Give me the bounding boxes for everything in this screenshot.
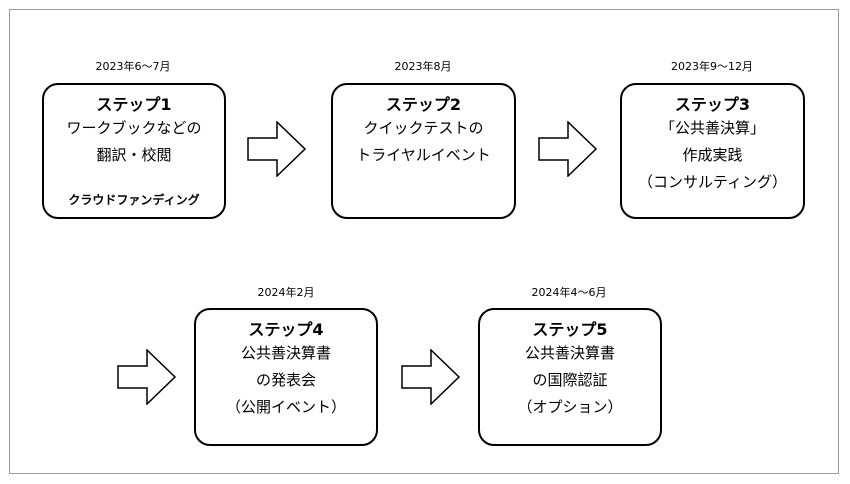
step1-note: クラウドファンディング xyxy=(68,193,200,207)
step4-title: ステップ4 xyxy=(248,320,324,339)
step4-line1: 公共善決算書 xyxy=(240,344,331,362)
step3-title: ステップ3 xyxy=(674,95,751,114)
arrow-right-icon xyxy=(538,121,598,177)
step5-title: ステップ5 xyxy=(532,320,608,339)
step5-line1: 公共善決算書 xyxy=(524,344,615,362)
step5-box: ステップ5 公共善決算書 の国際認証 （オプション） xyxy=(478,308,662,446)
step3-date: 2023年9〜12月 xyxy=(671,60,753,73)
step5-date: 2024年4〜6月 xyxy=(531,286,607,299)
step1-box: ステップ1 ワークブックなどの 翻訳・校閲 クラウドファンディング xyxy=(42,83,226,219)
step2-line1: クイックテストの xyxy=(363,119,484,137)
step4-box: ステップ4 公共善決算書 の発表会 （公開イベント） xyxy=(194,308,378,446)
diagram-frame xyxy=(9,9,839,474)
step1-line2: 翻訳・校閲 xyxy=(96,146,172,164)
arrow-right-icon xyxy=(401,349,461,405)
step4-line3: （公開イベント） xyxy=(225,398,346,416)
step5-line2: の国際認証 xyxy=(532,371,608,389)
step3-box: ステップ3 「公共善決算」 作成実践 （コンサルティング） xyxy=(620,83,805,219)
step2-title: ステップ2 xyxy=(385,95,462,114)
arrow-right-icon xyxy=(247,121,307,177)
step3-line1: 「公共善決算」 xyxy=(659,119,765,137)
step2-line2: トライヤルイベント xyxy=(356,146,491,164)
step1-line1: ワークブックなどの xyxy=(66,119,202,137)
step3-line2: 作成実践 xyxy=(682,146,743,164)
step2-box: ステップ2 クイックテストの トライヤルイベント xyxy=(331,83,516,219)
step3-line3: （コンサルティング） xyxy=(637,173,788,191)
step4-line2: の発表会 xyxy=(255,371,316,389)
step2-date: 2023年8月 xyxy=(394,60,452,73)
step4-date: 2024年2月 xyxy=(257,286,315,299)
step5-line3: （オプション） xyxy=(517,398,623,416)
step1-title: ステップ1 xyxy=(96,95,172,114)
arrow-right-icon xyxy=(117,349,177,405)
step1-date: 2023年6〜7月 xyxy=(95,60,171,73)
